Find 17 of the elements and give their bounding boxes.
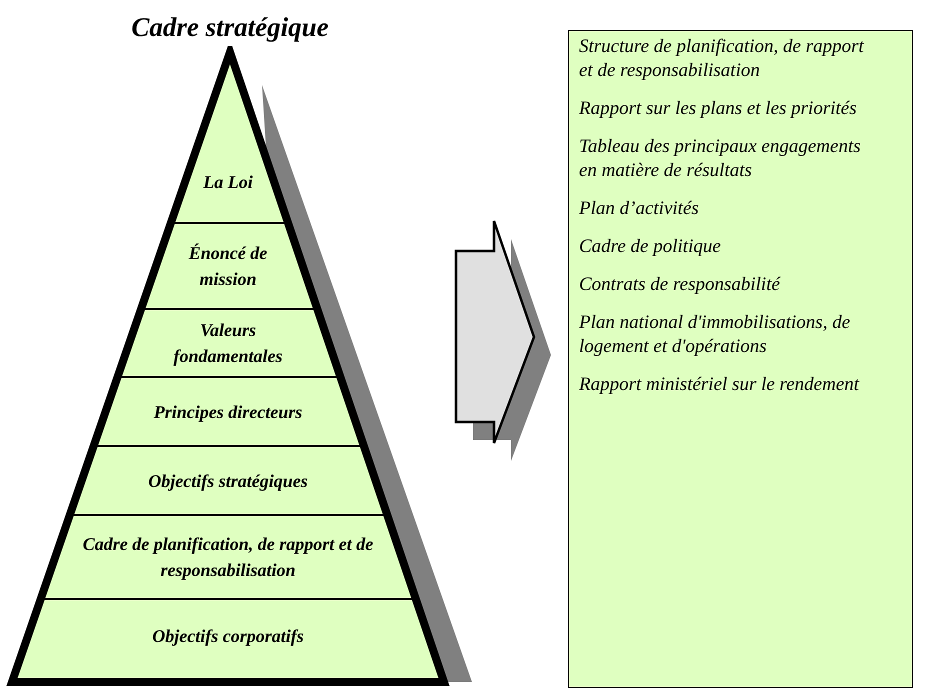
layer-label: Principes directeurs: [154, 400, 302, 424]
document-item: Rapport ministériel sur le rendement: [579, 373, 860, 397]
document-item: Plan d’activités: [579, 197, 700, 221]
layer-label: Énoncé de mission: [188, 242, 268, 291]
document-item: Plan national d'immobilisations, de logement et d'opérations: [579, 311, 852, 359]
document-item: Structure de planification, de rapport et de responsabilisation: [579, 35, 865, 83]
document-item: Tableau des principaux engagements en matière de résultats: [579, 135, 862, 183]
layer-label: Objectifs stratégiques: [148, 470, 308, 493]
layer-label: La Loi: [203, 170, 253, 194]
layer-label: Objectifs corporatifs: [152, 625, 304, 648]
layer-label: Cadre de planification, de rapport et de responsabilisation: [82, 533, 374, 582]
document-item: Contrats de responsabilité: [579, 273, 782, 297]
document-list-panel: [568, 30, 913, 688]
diagram-title: Cadre stratégique: [130, 11, 330, 44]
layer-label: Valeurs fondamentales: [172, 319, 284, 368]
document-item: Cadre de politique: [579, 235, 722, 259]
document-item: Rapport sur les plans et les priorités: [579, 97, 858, 121]
